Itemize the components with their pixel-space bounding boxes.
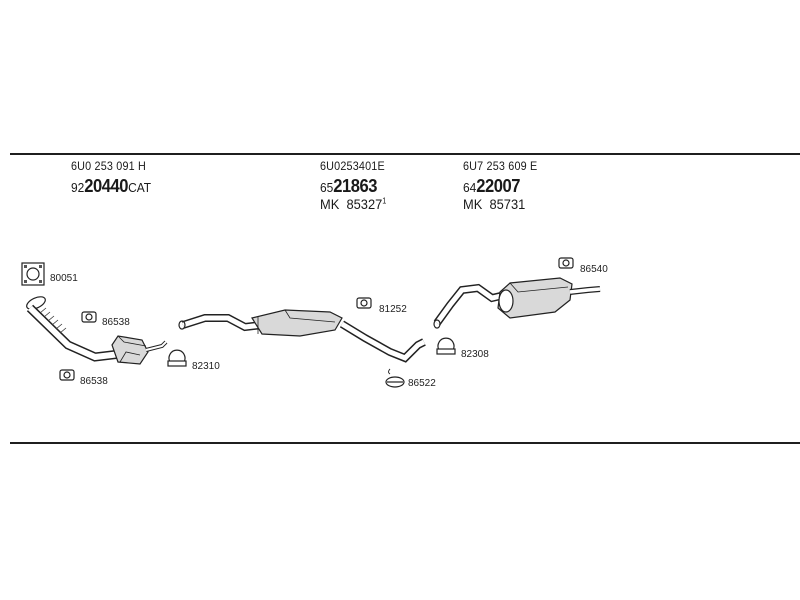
- callout-82310: 82310: [192, 361, 220, 372]
- nut-icon: [81, 311, 97, 323]
- nut-icon: [59, 369, 75, 381]
- nut-icon: [558, 257, 574, 269]
- rear-silencer: [433, 277, 601, 329]
- part-group-middle: 6U0253401E 6521863 MK 853271: [320, 160, 392, 211]
- callout-81252: 81252: [379, 304, 407, 315]
- callout-86540: 86540: [580, 264, 608, 275]
- callout-80051: 80051: [50, 273, 78, 284]
- callout-86538-lower: 86538: [80, 376, 108, 387]
- middle-pipe-silencer: [178, 309, 426, 363]
- rubber-hanger-icon: [385, 368, 405, 388]
- mk-number: MK 853271: [320, 196, 387, 212]
- callout-86538-upper: 86538: [102, 317, 130, 328]
- callout-86522: 86522: [408, 378, 436, 389]
- mk-number: MK 85731: [463, 196, 526, 212]
- clamp-icon: [167, 349, 187, 367]
- callout-82308: 82308: [461, 349, 489, 360]
- bottom-divider-line: [10, 442, 800, 444]
- oem-number: 6U7 253 609 E: [463, 159, 538, 173]
- nut-icon: [356, 297, 372, 309]
- gasket-icon: [21, 262, 45, 286]
- oem-number: 6U0253401E: [320, 159, 385, 173]
- part-group-rear: 6U7 253 609 E 6422007 MK 85731: [463, 160, 546, 211]
- part-number: 6521863: [320, 176, 378, 196]
- front-pipe-catalytic-converter: [26, 296, 168, 365]
- top-divider-line: [10, 153, 800, 155]
- part-group-front: 6U0 253 091 H 9220440CAT: [71, 160, 158, 195]
- part-number: 9220440CAT: [71, 176, 152, 196]
- oem-number: 6U0 253 091 H: [71, 159, 146, 173]
- part-number: 6422007: [463, 176, 521, 196]
- clamp-icon: [436, 337, 456, 355]
